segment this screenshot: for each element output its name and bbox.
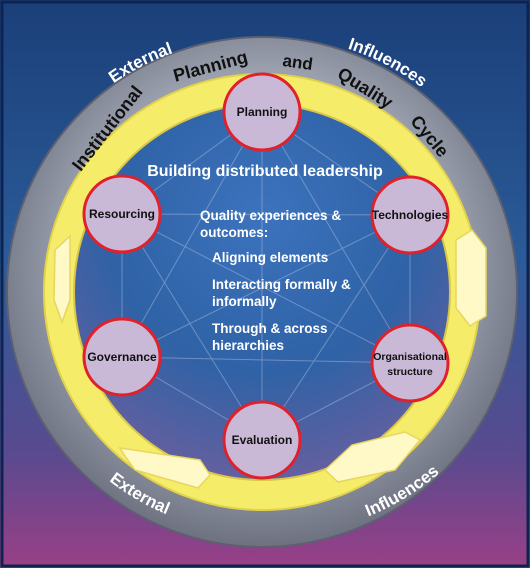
center-line-5: informally [212, 294, 277, 309]
node-planning: Planning [222, 72, 302, 152]
node-org-label-line1: Organisational [373, 351, 447, 363]
node-organisational-structure: Organisational structure [370, 323, 450, 403]
center-headline: Building distributed leadership [147, 163, 383, 180]
cycle-arrow-left [53, 234, 71, 325]
center-line-6: Through & across [212, 321, 328, 336]
external-ring-edge [6, 36, 518, 548]
center-line-7: hierarchies [212, 338, 284, 353]
node-planning-label: Planning [237, 105, 288, 119]
node-governance-label: Governance [87, 350, 157, 364]
node-evaluation-label: Evaluation [232, 433, 293, 447]
node-governance: Governance [82, 317, 162, 397]
node-technologies-label: Technologies [372, 208, 449, 222]
cycle-arrow-bottom-left [118, 447, 211, 489]
center-line-1: Quality experiences & [200, 208, 341, 223]
node-org-label-line2: structure [387, 366, 433, 378]
cycle-arrow-right [455, 229, 487, 327]
cycle-arrow-bottom [323, 431, 422, 483]
node-technologies: Technologies [370, 175, 450, 255]
node-evaluation: Evaluation [222, 400, 302, 480]
node-resourcing: Resourcing [82, 174, 162, 254]
center-line-4: Interacting formally & [212, 277, 351, 292]
center-line-2: outcomes: [200, 225, 268, 240]
center-line-3: Aligning elements [212, 250, 328, 265]
node-resourcing-label: Resourcing [89, 207, 155, 221]
cycle-word-and: and [281, 51, 314, 74]
